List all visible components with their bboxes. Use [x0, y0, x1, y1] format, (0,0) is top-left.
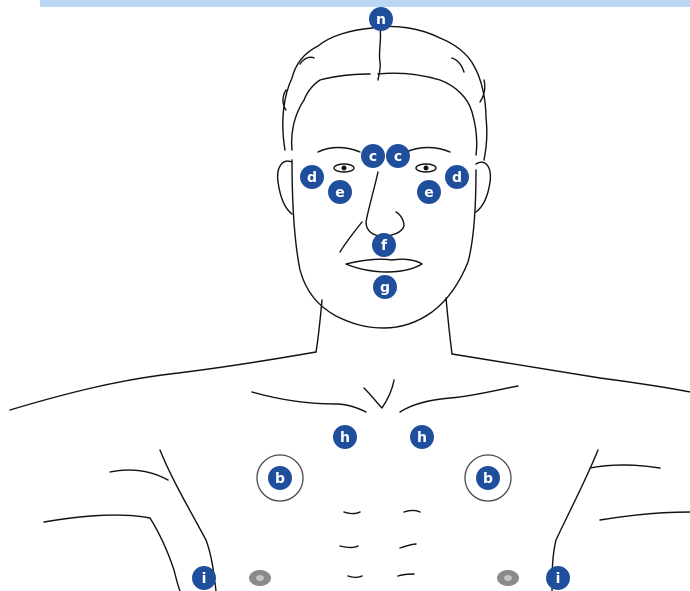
neck-right	[446, 298, 452, 354]
marker-e-right[interactable]: e	[417, 180, 441, 204]
svg-text:h: h	[340, 430, 350, 446]
marker-c-left[interactable]: c	[361, 144, 385, 168]
hair-outline	[283, 26, 487, 160]
right-arm-upper	[590, 465, 660, 468]
marker-f[interactable]: f	[372, 233, 396, 257]
left-brow	[318, 148, 360, 153]
left-pupil	[342, 166, 347, 171]
svg-text:i: i	[556, 571, 561, 587]
left-arm-lower	[44, 515, 180, 591]
marker-g[interactable]: g	[373, 275, 397, 299]
svg-text:f: f	[381, 238, 388, 254]
svg-text:c: c	[369, 149, 377, 165]
marker-i-left[interactable]: i	[192, 566, 216, 590]
right-shoulder	[452, 354, 690, 392]
marker-d-right[interactable]: d	[445, 165, 469, 189]
right-nipple-center	[504, 575, 512, 581]
svg-text:g: g	[380, 280, 390, 296]
right-pupil	[424, 166, 429, 171]
svg-text:n: n	[376, 12, 386, 28]
svg-text:b: b	[483, 471, 493, 487]
neck-left	[316, 300, 322, 352]
marker-b-left[interactable]: b	[268, 466, 292, 490]
svg-text:h: h	[417, 430, 427, 446]
svg-text:d: d	[307, 170, 317, 186]
svg-text:i: i	[202, 571, 207, 587]
left-nipple-center	[256, 575, 264, 581]
left-clavicle	[252, 392, 366, 412]
marker-d-left[interactable]: d	[300, 165, 324, 189]
marker-c-right[interactable]: c	[386, 144, 410, 168]
marker-n[interactable]: n	[369, 7, 393, 31]
svg-text:e: e	[335, 185, 345, 201]
marker-h-left[interactable]: h	[333, 425, 357, 449]
marker-i-right[interactable]: i	[546, 566, 570, 590]
marker-b-right[interactable]: b	[476, 466, 500, 490]
cheek-crease	[340, 222, 362, 252]
left-shoulder	[10, 352, 316, 410]
top-band	[40, 0, 690, 7]
left-ear	[278, 161, 292, 214]
sternal-notch	[364, 380, 394, 408]
hair-part	[378, 28, 381, 80]
marker-h-right[interactable]: h	[410, 425, 434, 449]
left-arm-upper	[110, 470, 168, 480]
hair-strands	[283, 57, 485, 110]
marker-e-left[interactable]: e	[328, 180, 352, 204]
svg-text:e: e	[424, 185, 434, 201]
right-arm-lower	[600, 512, 690, 520]
svg-text:b: b	[275, 471, 285, 487]
nose	[366, 172, 404, 236]
right-ear	[476, 162, 490, 212]
svg-text:d: d	[452, 170, 462, 186]
right-brow	[406, 148, 450, 153]
svg-text:c: c	[394, 149, 402, 165]
abdomen-marks	[340, 511, 420, 578]
right-clavicle	[400, 386, 518, 412]
mouth	[346, 259, 422, 272]
